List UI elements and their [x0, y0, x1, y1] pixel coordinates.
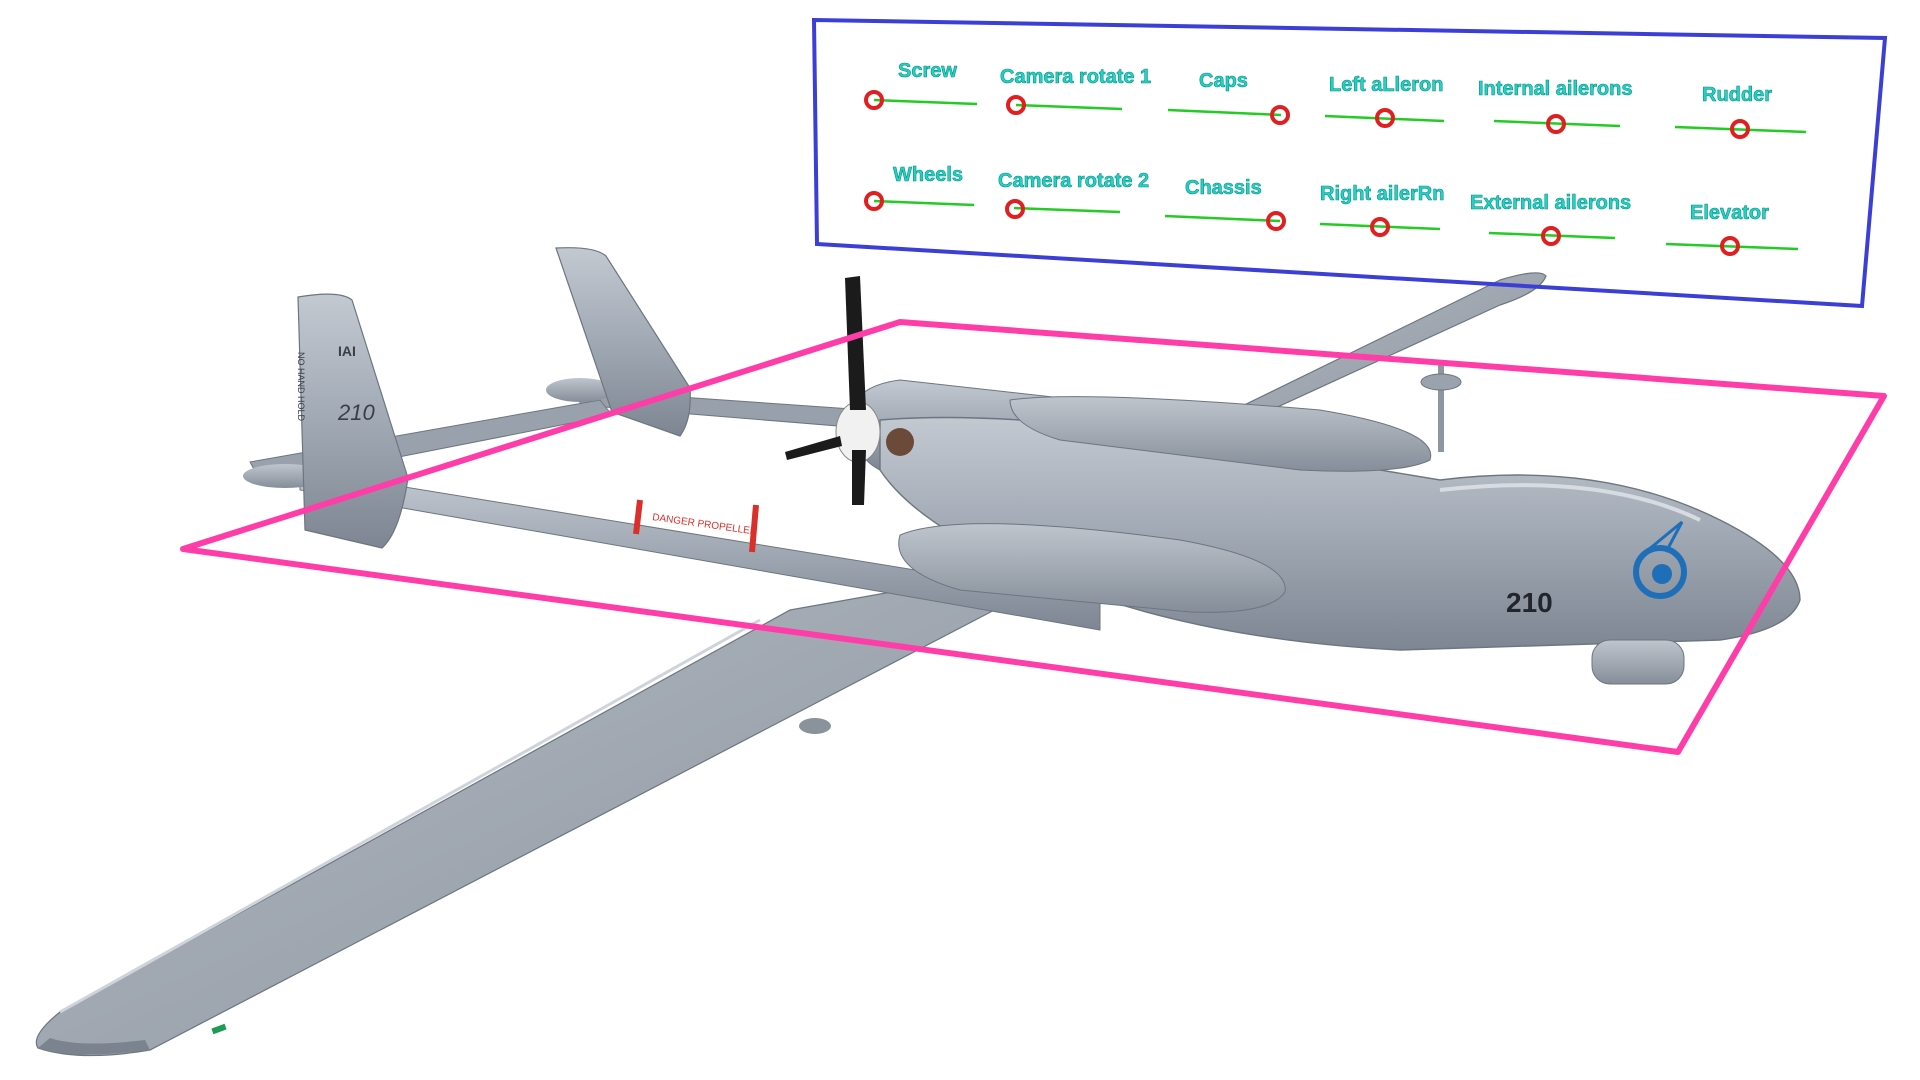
tail-number: 210: [337, 400, 375, 425]
control-label: Elevator: [1690, 202, 1769, 224]
control-camera-rotate-2[interactable]: Camera rotate 2: [998, 170, 1149, 219]
control-left-aileron[interactable]: Left aLleron: [1324, 74, 1445, 128]
slider-knob[interactable]: [1720, 236, 1740, 256]
control-label: Camera rotate 1: [1000, 66, 1151, 88]
controls-panel: Screw Camera rotate 1 Caps Left aLleron …: [811, 17, 1888, 309]
slider-track[interactable]: [1015, 103, 1123, 111]
slider-track[interactable]: [1674, 125, 1807, 134]
slider-knob[interactable]: [1730, 119, 1750, 139]
tail-stencil: NO HAND HOLD: [296, 352, 306, 422]
fuselage-number: 210: [1506, 587, 1553, 618]
left-wing-pod: [898, 523, 1286, 613]
slider-knob[interactable]: [1546, 114, 1566, 134]
slider-track[interactable]: [1319, 222, 1441, 231]
control-label: Screw: [898, 60, 957, 82]
slider-knob[interactable]: [1006, 95, 1026, 115]
exhaust-port: [886, 428, 914, 456]
underwing-hardpoint: [799, 718, 831, 734]
roundel-center: [1652, 564, 1672, 584]
control-caps[interactable]: Caps: [1167, 70, 1290, 125]
slider-track[interactable]: [873, 199, 975, 207]
tail-pod-right: [546, 378, 614, 402]
sensor-turret[interactable]: [1591, 639, 1685, 685]
slider-knob[interactable]: [1266, 211, 1286, 231]
slider-knob[interactable]: [1005, 199, 1025, 219]
control-right-aileron[interactable]: Right ailerRn: [1319, 183, 1445, 237]
slider-track[interactable]: [1164, 214, 1281, 223]
propeller-blade-up[interactable]: [845, 276, 866, 410]
roundel-icon: [1633, 545, 1687, 599]
slider-track[interactable]: [1013, 206, 1121, 214]
control-label: Caps: [1199, 70, 1248, 92]
slider-knob[interactable]: [1541, 226, 1561, 246]
left-wing-leading-edge: [59, 618, 761, 1014]
control-elevator[interactable]: Elevator: [1665, 202, 1799, 256]
slider-knob[interactable]: [1270, 105, 1290, 125]
control-label: External ailerons: [1470, 192, 1631, 214]
right-wing-pod: [1009, 396, 1432, 472]
ground-frame: [180, 319, 1887, 755]
control-label: Right ailerRn: [1320, 183, 1444, 205]
boom-warning-stripe-1: [633, 499, 643, 535]
propeller-blade-left[interactable]: [785, 436, 842, 460]
fuselage-highlight: [1439, 483, 1701, 522]
wingtip-light: [211, 1023, 227, 1035]
control-label: Wheels: [893, 164, 963, 186]
control-internal-ailerons[interactable]: Internal ailerons: [1478, 78, 1633, 134]
propeller-blade-down[interactable]: [852, 450, 866, 505]
controls-panel-frame: [811, 17, 1888, 309]
slider-knob[interactable]: [1375, 108, 1395, 128]
tail-logo: IAI: [338, 343, 356, 359]
control-screw[interactable]: Screw: [864, 60, 978, 110]
left-wing: [35, 554, 1101, 1057]
slider-track[interactable]: [1488, 231, 1616, 240]
slider-track[interactable]: [1493, 119, 1621, 128]
boom-warning-stripe-2: [749, 504, 759, 553]
control-camera-rotate-1[interactable]: Camera rotate 1: [1000, 66, 1151, 115]
control-label: Rudder: [1702, 84, 1772, 106]
control-external-ailerons[interactable]: External ailerons: [1470, 192, 1631, 246]
slider-knob[interactable]: [864, 191, 884, 211]
control-wheels[interactable]: Wheels: [864, 164, 975, 211]
antenna-dish: [1420, 373, 1462, 391]
control-chassis[interactable]: Chassis: [1164, 177, 1286, 231]
antenna-mast: [1438, 362, 1444, 452]
roundel-swoosh: [1647, 520, 1684, 553]
slider-track[interactable]: [1324, 114, 1445, 123]
slider-track[interactable]: [1665, 242, 1799, 251]
control-label: Chassis: [1185, 177, 1262, 199]
slider-track[interactable]: [1167, 108, 1282, 117]
slider-knob[interactable]: [864, 90, 884, 110]
slider-track[interactable]: [873, 98, 978, 106]
slider-knob[interactable]: [1370, 217, 1390, 237]
control-label: Left aLleron: [1329, 74, 1443, 96]
control-rudder[interactable]: Rudder: [1674, 84, 1807, 139]
left-wing-tip: [38, 1038, 150, 1055]
control-label: Internal ailerons: [1478, 78, 1633, 100]
control-label: Camera rotate 2: [998, 170, 1149, 192]
